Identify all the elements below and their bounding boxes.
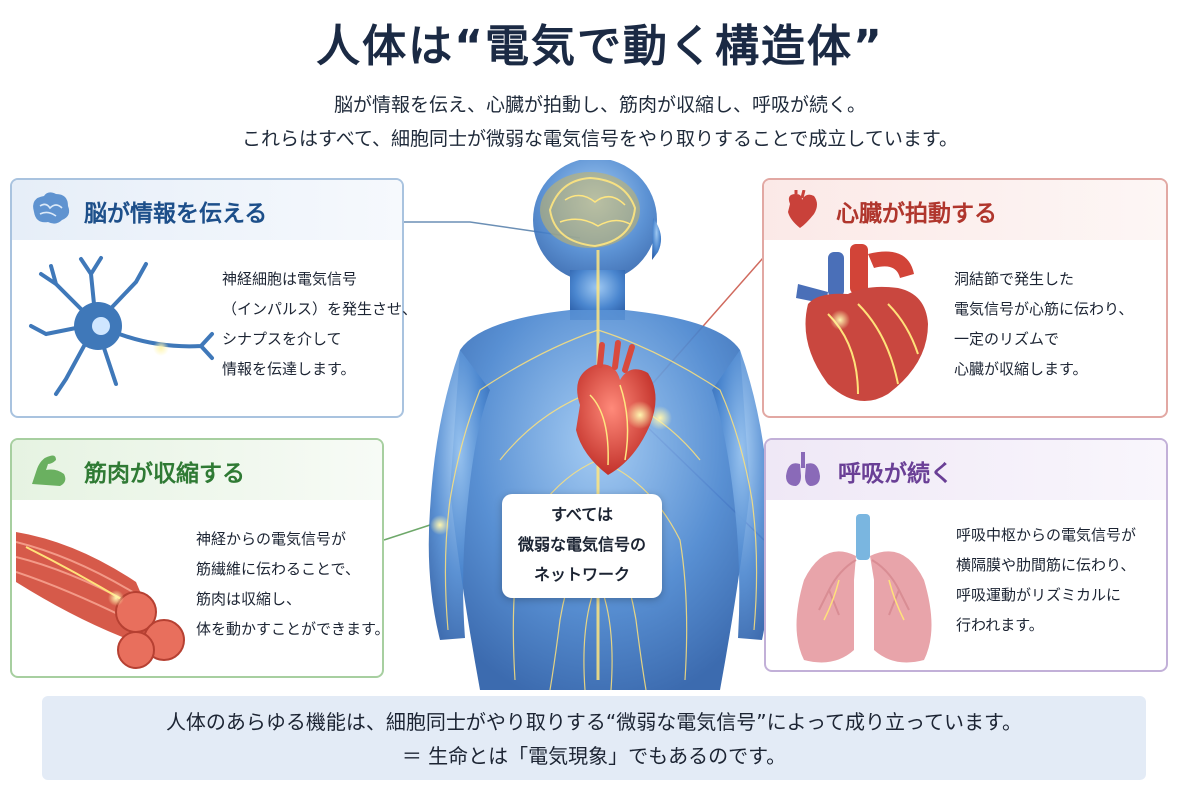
card-brain-title: 脳が情報を伝える: [84, 201, 268, 227]
heart-illustration: [796, 244, 928, 402]
card-heart-line-3: 一定のリズムで: [954, 330, 1060, 348]
card-muscle: 筋肉が収縮する 神経からの電気信号が 筋繊維に伝わることで、 筋肉は収縮し、 体…: [10, 438, 390, 678]
heart-organ: [576, 340, 656, 475]
card-muscle-line-4: 体を動かすことができます。: [196, 620, 390, 638]
subtitle-line-2: これらはすべて、細胞同士が微弱な電気信号をやり取りすることで成立しています。: [242, 128, 958, 150]
card-heart-line-2: 電気信号が心筋に伝わり、: [954, 300, 1134, 318]
bottom-summary: 人体のあらゆる機能は、細胞同士がやり取りする“微弱な電気信号”によって成り立って…: [42, 696, 1146, 780]
card-lung-line-4: 行われます。: [956, 616, 1044, 634]
card-brain: 脳が情報を伝える 神経細胞は電気信号 （インパルス）を発生させ、 シナプスを介し…: [10, 178, 417, 418]
card-lung-line-2: 横隔膜や肋間筋に伝わり、: [956, 556, 1136, 574]
card-heart-title: 心臓が拍動する: [836, 201, 997, 227]
card-brain-header: [12, 180, 402, 240]
card-heart-line-1: 洞結節で発生した: [954, 270, 1075, 288]
card-lung-line-1: 呼吸中枢からの電気信号が: [956, 526, 1137, 544]
brain-glow: [540, 172, 640, 248]
card-lung-header: [766, 440, 1166, 500]
card-brain-line-4: 情報を伝達します。: [222, 360, 356, 378]
muscle-fiber-illustration: [16, 532, 185, 669]
brain-icon: [33, 192, 70, 224]
card-muscle-line-2: 筋繊維に伝わることで、: [196, 560, 360, 578]
bottom-summary-line-1: 人体のあらゆる機能は、細胞同士がやり取りする“微弱な電気信号”によって成り立って…: [165, 710, 1023, 734]
card-lung-title: 呼吸が続く: [838, 461, 953, 487]
card-muscle-line-3: 筋肉は収縮し、: [196, 590, 302, 608]
flexed-arm-icon: [32, 455, 66, 486]
card-brain-line-3: シナプスを介して: [222, 330, 342, 348]
card-heart-line-4: 心臓が収縮します。: [954, 360, 1088, 378]
center-label-line-2: 微弱な電気信号の: [517, 535, 646, 554]
card-brain-line-1: 神経細胞は電気信号: [222, 270, 358, 288]
card-muscle-title: 筋肉が収縮する: [84, 461, 245, 487]
heart-icon: [788, 190, 817, 228]
card-brain-line-2: （インパルス）を発生させ、: [222, 300, 418, 318]
bottom-summary-line-2: ＝ 生命とは「電気現象」でもあるのです。: [401, 744, 787, 768]
card-muscle-line-1: 神経からの電気信号が: [196, 530, 347, 548]
center-label-line-1: すべては: [551, 505, 613, 524]
lungs-illustration: [796, 514, 932, 663]
card-heart: 心臓が拍動する 洞結節で発生した 電気信号が心筋に伝わり、 一定のリズムで 心臓…: [762, 178, 1168, 418]
card-lung-line-3: 呼吸運動がリズミカルに: [956, 586, 1122, 604]
card-heart-header: [764, 180, 1166, 240]
lungs-icon: [786, 452, 820, 486]
page-title: 人体は“電気で動く構造体”: [316, 21, 884, 72]
card-muscle-header: [12, 440, 382, 500]
card-lung: 呼吸が続く 呼吸中枢からの電気信号が 横隔膜や肋間筋に伝わり、 呼吸運動がリズミ…: [764, 438, 1168, 672]
subtitle-line-1: 脳が情報を伝え、心臓が拍動し、筋肉が収縮し、呼吸が続く。: [333, 94, 866, 116]
human-body-illustration: [428, 160, 772, 690]
center-network-label: すべては 微弱な電気信号の ネットワーク: [502, 494, 662, 598]
center-label-line-3: ネットワーク: [533, 565, 630, 584]
neuron-illustration: [29, 256, 214, 396]
